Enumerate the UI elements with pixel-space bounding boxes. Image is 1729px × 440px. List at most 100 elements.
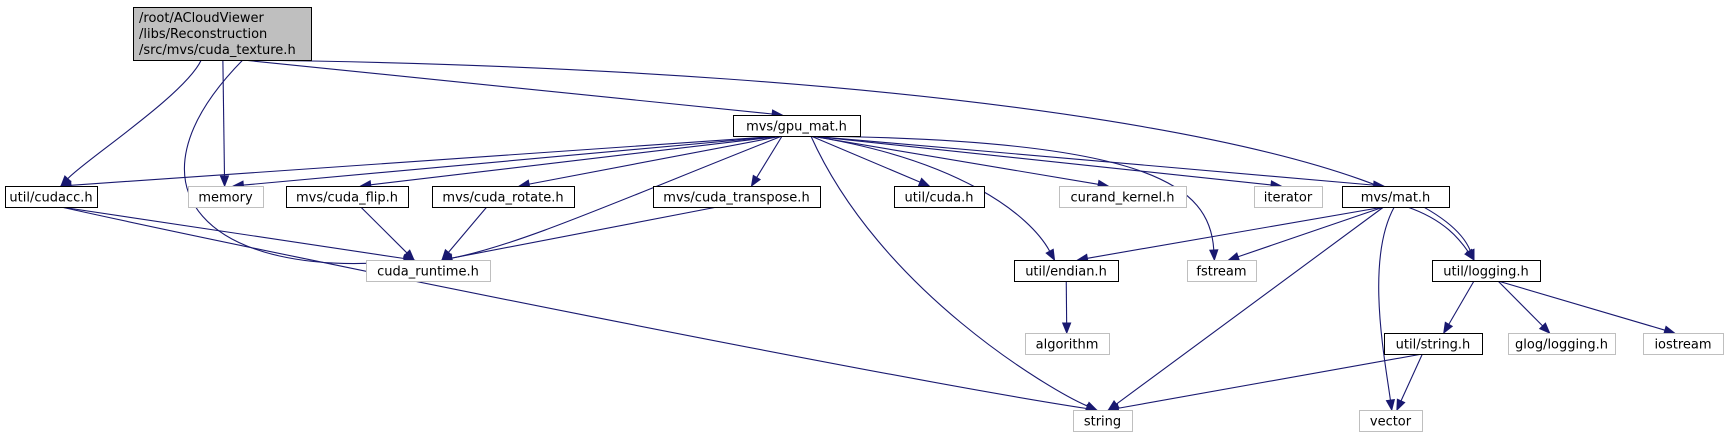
edge-cuda_rotate-to-cuda_runtime — [448, 206, 488, 253]
node-label: util/endian.h — [1025, 265, 1107, 280]
arrowhead-gpu_mat-to-endian — [1045, 248, 1056, 262]
edge-gpu_mat-to-cuda_runtime — [451, 135, 783, 259]
node-label: util/string.h — [1396, 338, 1471, 353]
node-box — [894, 186, 985, 208]
node-box — [1643, 333, 1724, 355]
arrowhead-root-to-memory — [219, 175, 230, 188]
node-box — [1014, 260, 1119, 282]
node-box — [1342, 186, 1450, 208]
node-label: cuda_runtime.h — [377, 265, 479, 280]
edge-util_string-to-vector — [1400, 353, 1423, 402]
edge-logging-to-iostream — [1497, 280, 1666, 331]
edge-gpu_mat-to-cuda_flip — [370, 135, 783, 186]
node-label: util/cudacc.h — [9, 191, 92, 206]
node-iostream: iostream — [1643, 333, 1724, 355]
edge-logging-to-util_string — [1448, 280, 1475, 325]
node-label: vector — [1370, 415, 1412, 430]
arrowhead-logging-to-iostream — [1663, 325, 1676, 335]
edge-mat-to-endian — [1087, 206, 1384, 259]
edge-logging-to-glog_logging — [1497, 280, 1543, 327]
node-label: util/logging.h — [1443, 265, 1528, 280]
edge-root-to-memory — [222, 59, 226, 177]
edge-mat-to-vector — [1378, 206, 1395, 401]
node-label: iostream — [1654, 338, 1711, 353]
node-box — [733, 115, 861, 137]
edge-cudacc-to-cuda_runtime — [60, 206, 405, 260]
arrowhead-util_string-to-vector — [1396, 398, 1406, 412]
edge-cuda_flip-to-cuda_runtime — [360, 206, 408, 254]
edge-gpu_mat-to-cudacc — [70, 135, 783, 186]
node-box — [1059, 186, 1187, 208]
arrowhead-gpu_mat-to-cuda_transpose — [750, 174, 762, 188]
node-label: /libs/Reconstruction — [139, 27, 267, 42]
node-label: fstream — [1196, 265, 1246, 280]
node-memory: memory — [188, 186, 264, 208]
node-box — [1187, 260, 1257, 282]
edge-gpu_mat-to-cuda_transpose — [756, 135, 783, 178]
node-box — [1384, 333, 1483, 355]
edge-gpu_mat-to-mat — [810, 135, 1374, 186]
edges-layer — [59, 59, 1676, 414]
node-curand-kernel: curand_kernel.h — [1059, 186, 1187, 208]
node-string: string — [1073, 410, 1133, 432]
node-box — [366, 260, 491, 282]
node-logging[interactable]: util/logging.h — [1432, 260, 1541, 282]
node-label: /src/mvs/cuda_texture.h — [139, 43, 296, 58]
edge-root-to-cudacc — [67, 59, 202, 180]
edge-gpu_mat-to-memory — [243, 135, 783, 186]
node-label: mvs/cuda_transpose.h — [663, 191, 809, 206]
node-vector: vector — [1359, 410, 1423, 432]
edge-mat-to-fstream — [1237, 206, 1384, 258]
node-algorithm: algorithm — [1025, 333, 1110, 355]
node-glog-logging: glog/logging.h — [1508, 333, 1616, 355]
edge-gpu_mat-to-util_cuda — [810, 135, 921, 183]
node-box — [133, 7, 312, 61]
node-cudacc[interactable]: util/cudacc.h — [5, 186, 98, 208]
edge-mat-to-string — [1116, 206, 1384, 405]
node-fstream: fstream — [1187, 260, 1257, 282]
node-box — [653, 186, 821, 208]
edge-gpu_mat-to-fstream — [810, 135, 1215, 251]
arrowhead-mat-to-vector — [1385, 398, 1396, 412]
node-label: mvs/cuda_flip.h — [296, 191, 398, 206]
arrowhead-mat-to-fstream — [1227, 252, 1241, 262]
edge-cuda_transpose-to-cuda_runtime — [451, 206, 718, 259]
node-box — [1025, 333, 1110, 355]
arrowhead-cuda_flip-to-cuda_runtime — [403, 249, 415, 261]
node-mat[interactable]: mvs/mat.h — [1342, 186, 1450, 208]
arrowhead-gpu_mat-to-util_cuda — [917, 177, 931, 187]
node-cuda-runtime: cuda_runtime.h — [366, 260, 491, 282]
arrowhead-endian-to-algorithm — [1061, 322, 1072, 335]
node-label: mvs/cuda_rotate.h — [442, 191, 563, 206]
arrowhead-logging-to-util_string — [1443, 321, 1454, 335]
node-iterator: iterator — [1254, 186, 1323, 208]
node-endian[interactable]: util/endian.h — [1014, 260, 1119, 282]
edge-gpu_mat-to-cuda_rotate — [528, 135, 783, 185]
node-label: memory — [198, 191, 253, 206]
edge-root-to-gpu_mat — [242, 59, 773, 115]
node-box — [188, 186, 264, 208]
node-util-cuda[interactable]: util/cuda.h — [894, 186, 985, 208]
node-label: mvs/mat.h — [1361, 191, 1431, 206]
node-label: glog/logging.h — [1515, 338, 1608, 353]
node-cuda-rotate[interactable]: mvs/cuda_rotate.h — [432, 186, 575, 208]
node-cuda-transpose[interactable]: mvs/cuda_transpose.h — [653, 186, 821, 208]
node-gpu-mat[interactable]: mvs/gpu_mat.h — [733, 115, 861, 137]
node-label: iterator — [1264, 191, 1313, 206]
nodes-layer: /root/ACloudViewer/libs/Reconstruction/s… — [5, 7, 1724, 432]
node-box — [5, 186, 98, 208]
node-util-string[interactable]: util/string.h — [1384, 333, 1483, 355]
node-cuda-flip[interactable]: mvs/cuda_flip.h — [286, 186, 409, 208]
node-label: algorithm — [1036, 338, 1099, 353]
edge-gpu_mat-to-curand_kernel — [810, 135, 1099, 185]
node-label: curand_kernel.h — [1070, 191, 1174, 206]
edge-gpu_mat-to-iterator — [810, 135, 1272, 186]
edge-gpu_mat-to-string — [810, 135, 1088, 407]
node-label: mvs/gpu_mat.h — [746, 120, 847, 135]
arrowhead-gpu_mat-to-fstream — [1209, 249, 1219, 262]
edge-cudacc-to-string — [60, 206, 1087, 410]
edge-root-to-cuda_runtime — [183, 59, 405, 265]
node-box — [432, 186, 575, 208]
node-box — [1073, 410, 1133, 432]
